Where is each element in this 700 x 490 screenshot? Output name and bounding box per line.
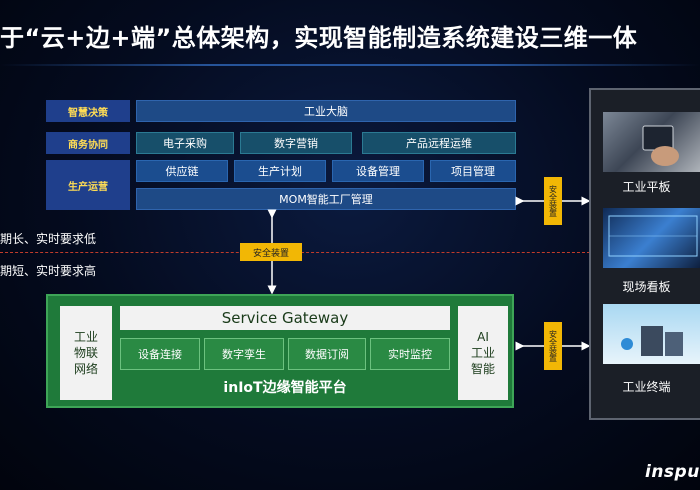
ai-industrial-box: AI 工业 智能 [458, 306, 508, 400]
device-label-terminal: 工业终端 [622, 380, 671, 394]
cloud-cell-procurement: 电子采购 [136, 132, 234, 154]
edge-cell-data-subscribe: 数据订阅 [288, 338, 366, 370]
edge-cell-device-connect: 设备连接 [120, 338, 200, 370]
terminal-photo-icon [603, 304, 700, 364]
edge-platform-name: inIoT边缘智能平台 [223, 380, 347, 396]
tablet-photo-icon [603, 112, 700, 172]
security-badge-center: 安全装置 [240, 243, 302, 261]
device-label-tablet: 工业平板 [622, 180, 671, 194]
cloud-cell-remote-ops: 产品远程运维 [362, 132, 516, 154]
industrial-brain-cell: 工业大脑 [136, 100, 516, 122]
security-badge-right-top: 安全装置 [544, 177, 562, 225]
cloud-label-collab: 商务协同 [46, 132, 130, 154]
device-label-screen: 现场看板 [622, 280, 671, 294]
security-badge-right-bottom: 安全装置 [544, 322, 562, 370]
edge-cell-realtime-monitor: 实时监控 [370, 338, 450, 370]
cloud-label-production: 生产运营 [46, 160, 130, 210]
iot-network-box: 工业 物联 网络 [60, 306, 112, 400]
cloud-cell-planning: 生产计划 [234, 160, 326, 182]
service-gateway-box: Service Gateway [120, 306, 450, 330]
screen-photo-icon [603, 208, 700, 268]
divider-lower-text: 期短、实时要求高 [0, 264, 97, 278]
mom-cell: MOM智能工厂管理 [136, 188, 516, 210]
divider-upper-text: 期长、实时要求低 [0, 232, 97, 246]
title-underline [0, 64, 700, 66]
cloud-cell-equipment: 设备管理 [332, 160, 424, 182]
edge-cell-digital-twin: 数字孪生 [204, 338, 284, 370]
device-column: 工业平板 现场看板 工业终端 [589, 88, 700, 420]
cloud-cell-marketing: 数字营销 [240, 132, 352, 154]
cloud-label-decision: 智慧决策 [46, 100, 130, 122]
cloud-cell-projects: 项目管理 [430, 160, 516, 182]
cloud-cell-supply-chain: 供应链 [136, 160, 228, 182]
page-title: 于“云+边+端”总体架构，实现智能制造系统建设三维一体 [0, 24, 638, 52]
brand-logo: inspu [645, 462, 700, 482]
